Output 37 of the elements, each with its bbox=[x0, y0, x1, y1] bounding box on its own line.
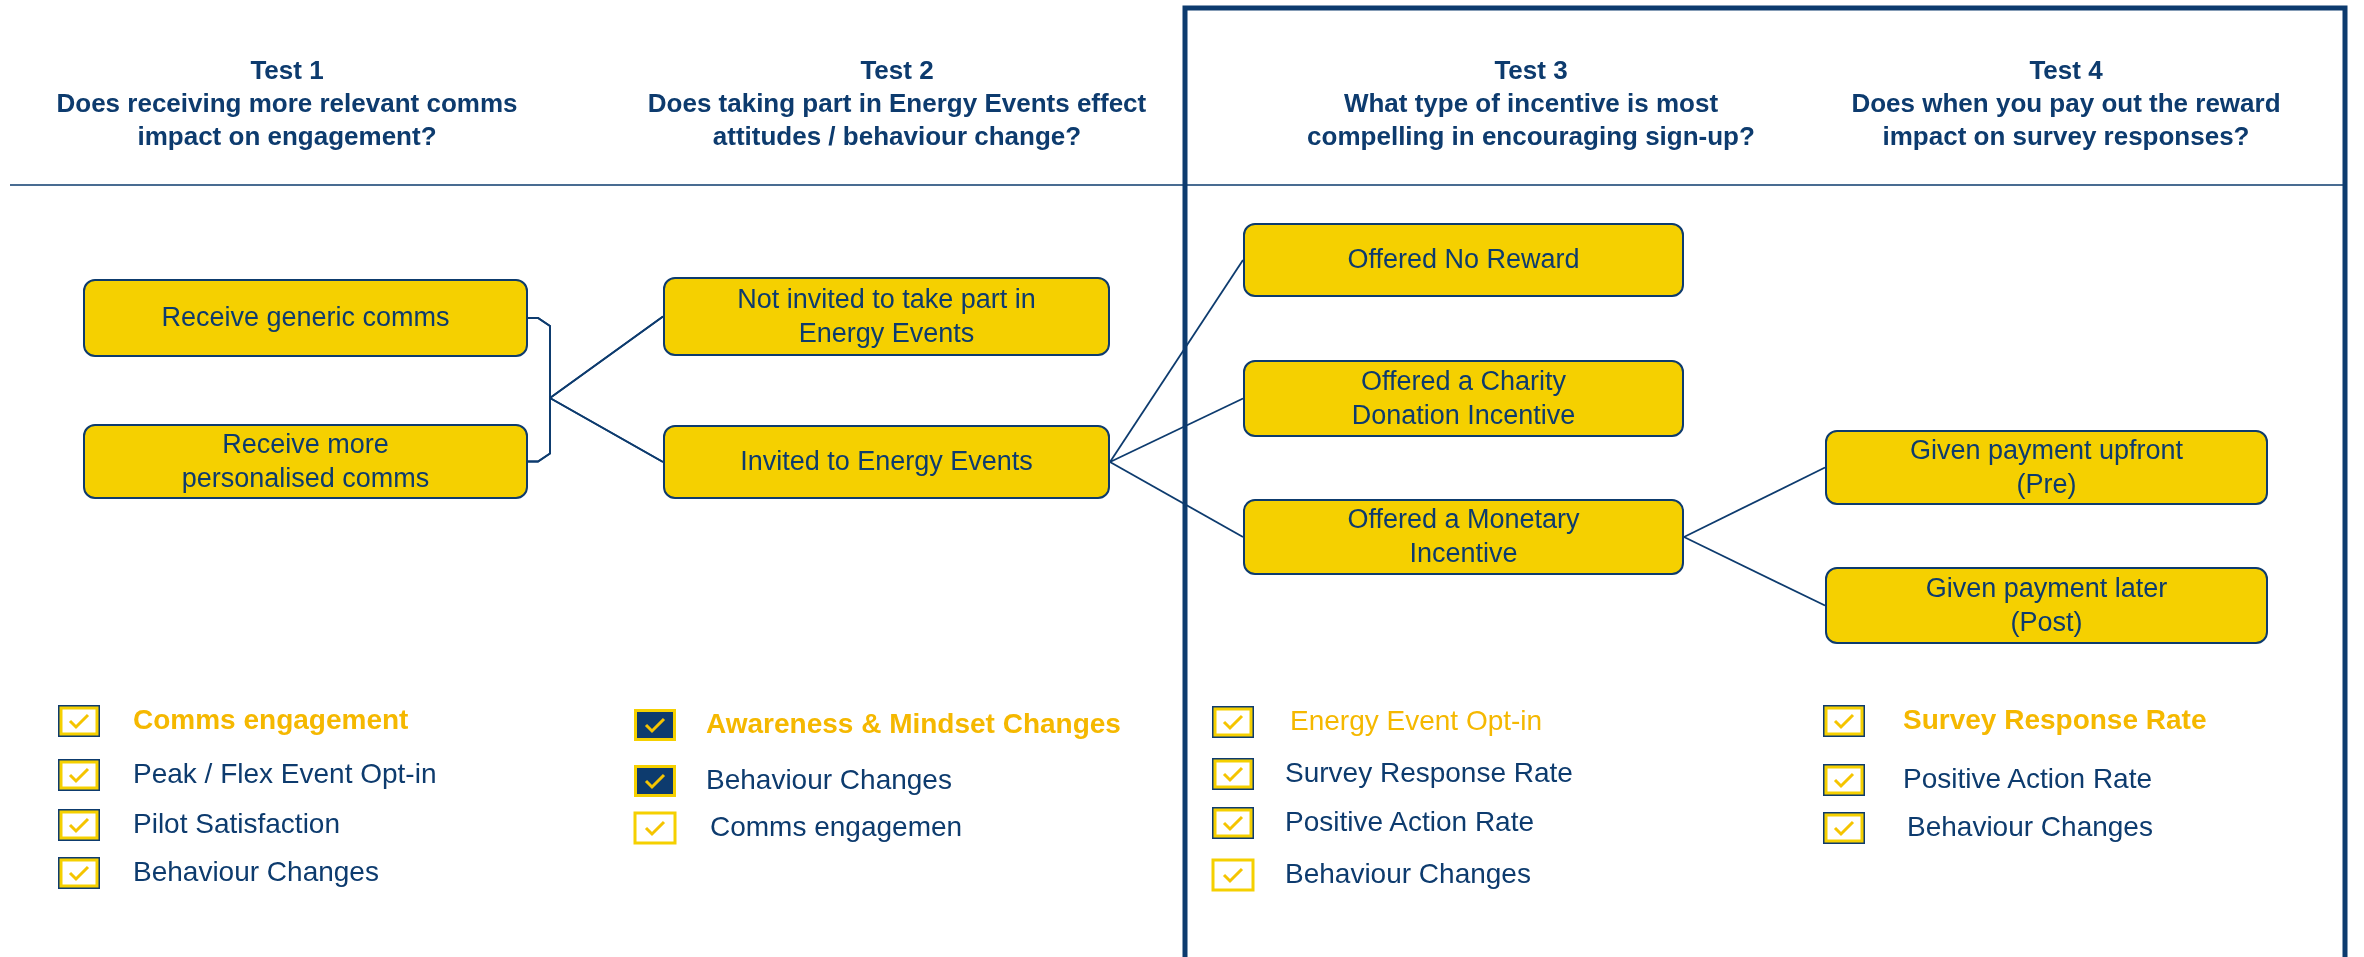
outcome-item: Behaviour Changes bbox=[706, 764, 952, 796]
test-heading: Does receiving more relevant comms impact on engagement? bbox=[55, 87, 519, 152]
connector-line bbox=[1109, 461, 1244, 538]
option-box: Offered a Charity Donation Incentive bbox=[1243, 360, 1684, 437]
outcome-item: Energy Event Opt-in bbox=[1290, 705, 1543, 737]
outcome-item: Behaviour Changes bbox=[133, 856, 379, 888]
outcome-item: Behaviour Changes bbox=[1285, 858, 1531, 890]
option-box: Invited to Energy Events bbox=[663, 425, 1110, 499]
outcome-item: Survey Response Rate bbox=[1903, 704, 2207, 736]
option-box: Given payment later (Post) bbox=[1825, 567, 2268, 644]
connector-line bbox=[1109, 259, 1244, 463]
connector-line bbox=[527, 396, 664, 463]
outcome-item: Peak / Flex Event Opt-in bbox=[133, 758, 437, 790]
connector-line bbox=[1109, 397, 1244, 463]
option-box: Given payment upfront (Pre) bbox=[1825, 430, 2268, 505]
test-heading: Test 3 bbox=[1493, 54, 1569, 87]
test-heading: Test 1 bbox=[249, 54, 325, 87]
outcome-item: Positive Action Rate bbox=[1903, 763, 2153, 795]
test-heading: Does taking part in Energy Events effect attitudes / behaviour change? bbox=[647, 87, 1147, 152]
option-box: Offered a Monetary Incentive bbox=[1243, 499, 1684, 575]
outcome-item: Comms engagemen bbox=[710, 811, 963, 843]
test-heading: Test 2 bbox=[859, 54, 935, 87]
option-box: Receive generic comms bbox=[83, 279, 528, 357]
option-box: Receive more personalised comms bbox=[83, 424, 528, 499]
outcome-item: Pilot Satisfaction bbox=[133, 808, 340, 840]
outcome-item: Awareness & Mindset Changes bbox=[706, 708, 1121, 740]
outcome-item: Positive Action Rate bbox=[1285, 806, 1535, 838]
option-box: Not invited to take part in Energy Events bbox=[663, 277, 1110, 356]
connector-line bbox=[1683, 466, 1826, 538]
outcome-item: Survey Response Rate bbox=[1285, 757, 1573, 789]
test-heading: Test 4 bbox=[2028, 54, 2104, 87]
outcome-item: Comms engagement bbox=[133, 704, 409, 736]
test-heading: What type of incentive is most compelling in encouraging sign-up? bbox=[1306, 87, 1756, 152]
outcome-item: Behaviour Changes bbox=[1907, 811, 2153, 843]
option-box: Offered No Reward bbox=[1243, 223, 1684, 297]
test-heading: Does when you pay out the reward impact on survey responses? bbox=[1850, 87, 2282, 152]
connector-line bbox=[1683, 536, 1826, 607]
